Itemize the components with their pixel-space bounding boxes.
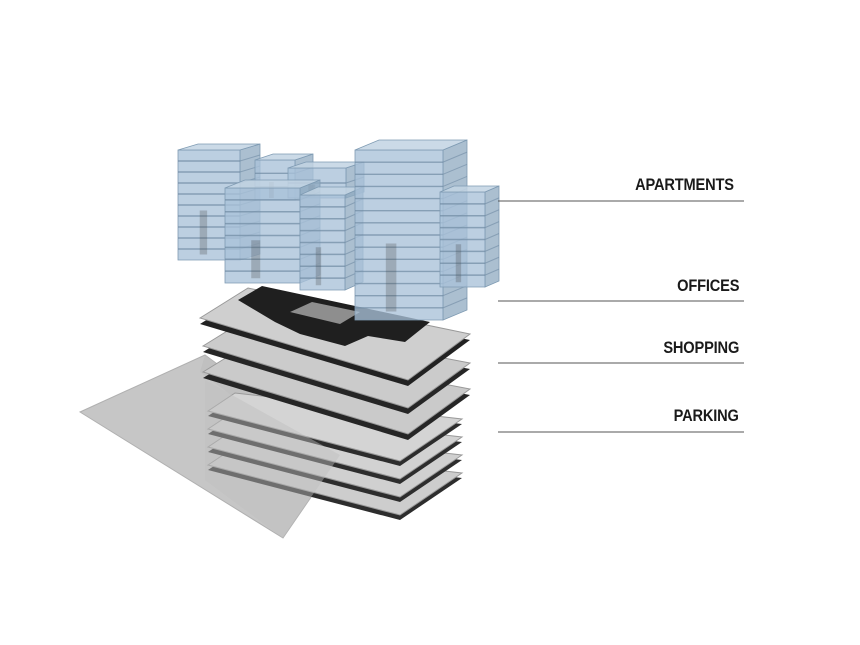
apartments-layer xyxy=(177,139,500,321)
label-offices: OFFICES xyxy=(676,276,739,295)
label-parking: PARKING xyxy=(673,406,739,425)
offices-layer xyxy=(198,286,472,386)
parking-layer xyxy=(78,354,464,539)
apartment-tower xyxy=(439,185,500,288)
label-apartments: APARTMENTS xyxy=(635,175,734,194)
apartment-tower xyxy=(299,186,364,291)
label-shopping: SHOPPING xyxy=(663,338,739,357)
ground-plane-overlay xyxy=(205,380,340,538)
parking-slab xyxy=(206,392,464,466)
offices-footprint-gap xyxy=(290,302,360,324)
